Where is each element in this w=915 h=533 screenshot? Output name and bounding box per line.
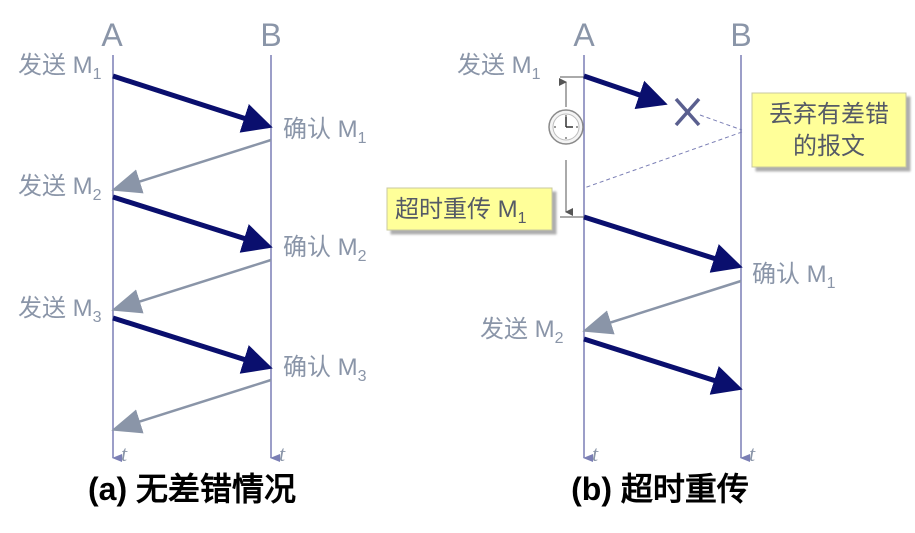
ack-m3-label: 确认 M3 [283,354,367,385]
time-label-a: t [592,441,599,466]
ack-m2-label: 确认 M2 [283,234,367,265]
caption-a: (a) 无差错情况 [88,471,296,507]
clock-icon [548,109,584,145]
lost-path-dashed [699,114,743,131]
data-arrow-m3 [112,315,273,374]
data-arrow-m1-lost [583,73,668,110]
send-m1-label: 发送 M1 [18,52,102,83]
send-m3-label: 发送 M3 [18,295,102,326]
data-arrow-m2 [583,336,743,395]
discard-note-line2: 的报文 [793,133,865,160]
host-b-label: B [730,17,751,53]
host-b-label: B [260,17,281,53]
timeout-note: 超时重传 M1 [386,187,553,231]
time-label-b: t [749,441,756,466]
send-m2-label: 发送 M2 [480,316,564,347]
host-a-label: A [573,17,595,53]
ack-arrow-m3 [111,378,272,434]
panel-b: A B t t 发送 M1 确认 M1 [386,17,907,507]
ack-arrow-m1 [582,279,742,335]
data-arrow-m2 [112,194,273,253]
send-m1-label: 发送 M1 [457,52,541,83]
ack-m1-label: 确认 M1 [752,261,836,292]
data-arrow-m1 [112,73,273,133]
discard-note: 丢弃有差错 的报文 [751,92,907,168]
time-label-a: t [121,441,128,466]
timeout-note-label: 超时重传 M1 [395,196,527,227]
send-m2-label: 发送 M2 [18,173,102,204]
x-mark-icon [674,97,701,127]
ack-m1-label: 确认 M1 [283,116,367,147]
data-arrow-m1-retransmit [583,214,743,273]
panel-a: A B t t 发送 M1 确认 M1 发送 M2 确认 M2 发送 M3 确认… [18,17,367,507]
ack-arrow-m2 [111,258,272,314]
ack-arrow-m1 [111,138,272,194]
time-label-b: t [279,441,286,466]
caption-b: (b) 超时重传 [571,471,749,507]
missing-ack-dashed [583,131,743,189]
host-a-label: A [101,17,123,53]
discard-note-line1: 丢弃有差错 [769,101,889,128]
